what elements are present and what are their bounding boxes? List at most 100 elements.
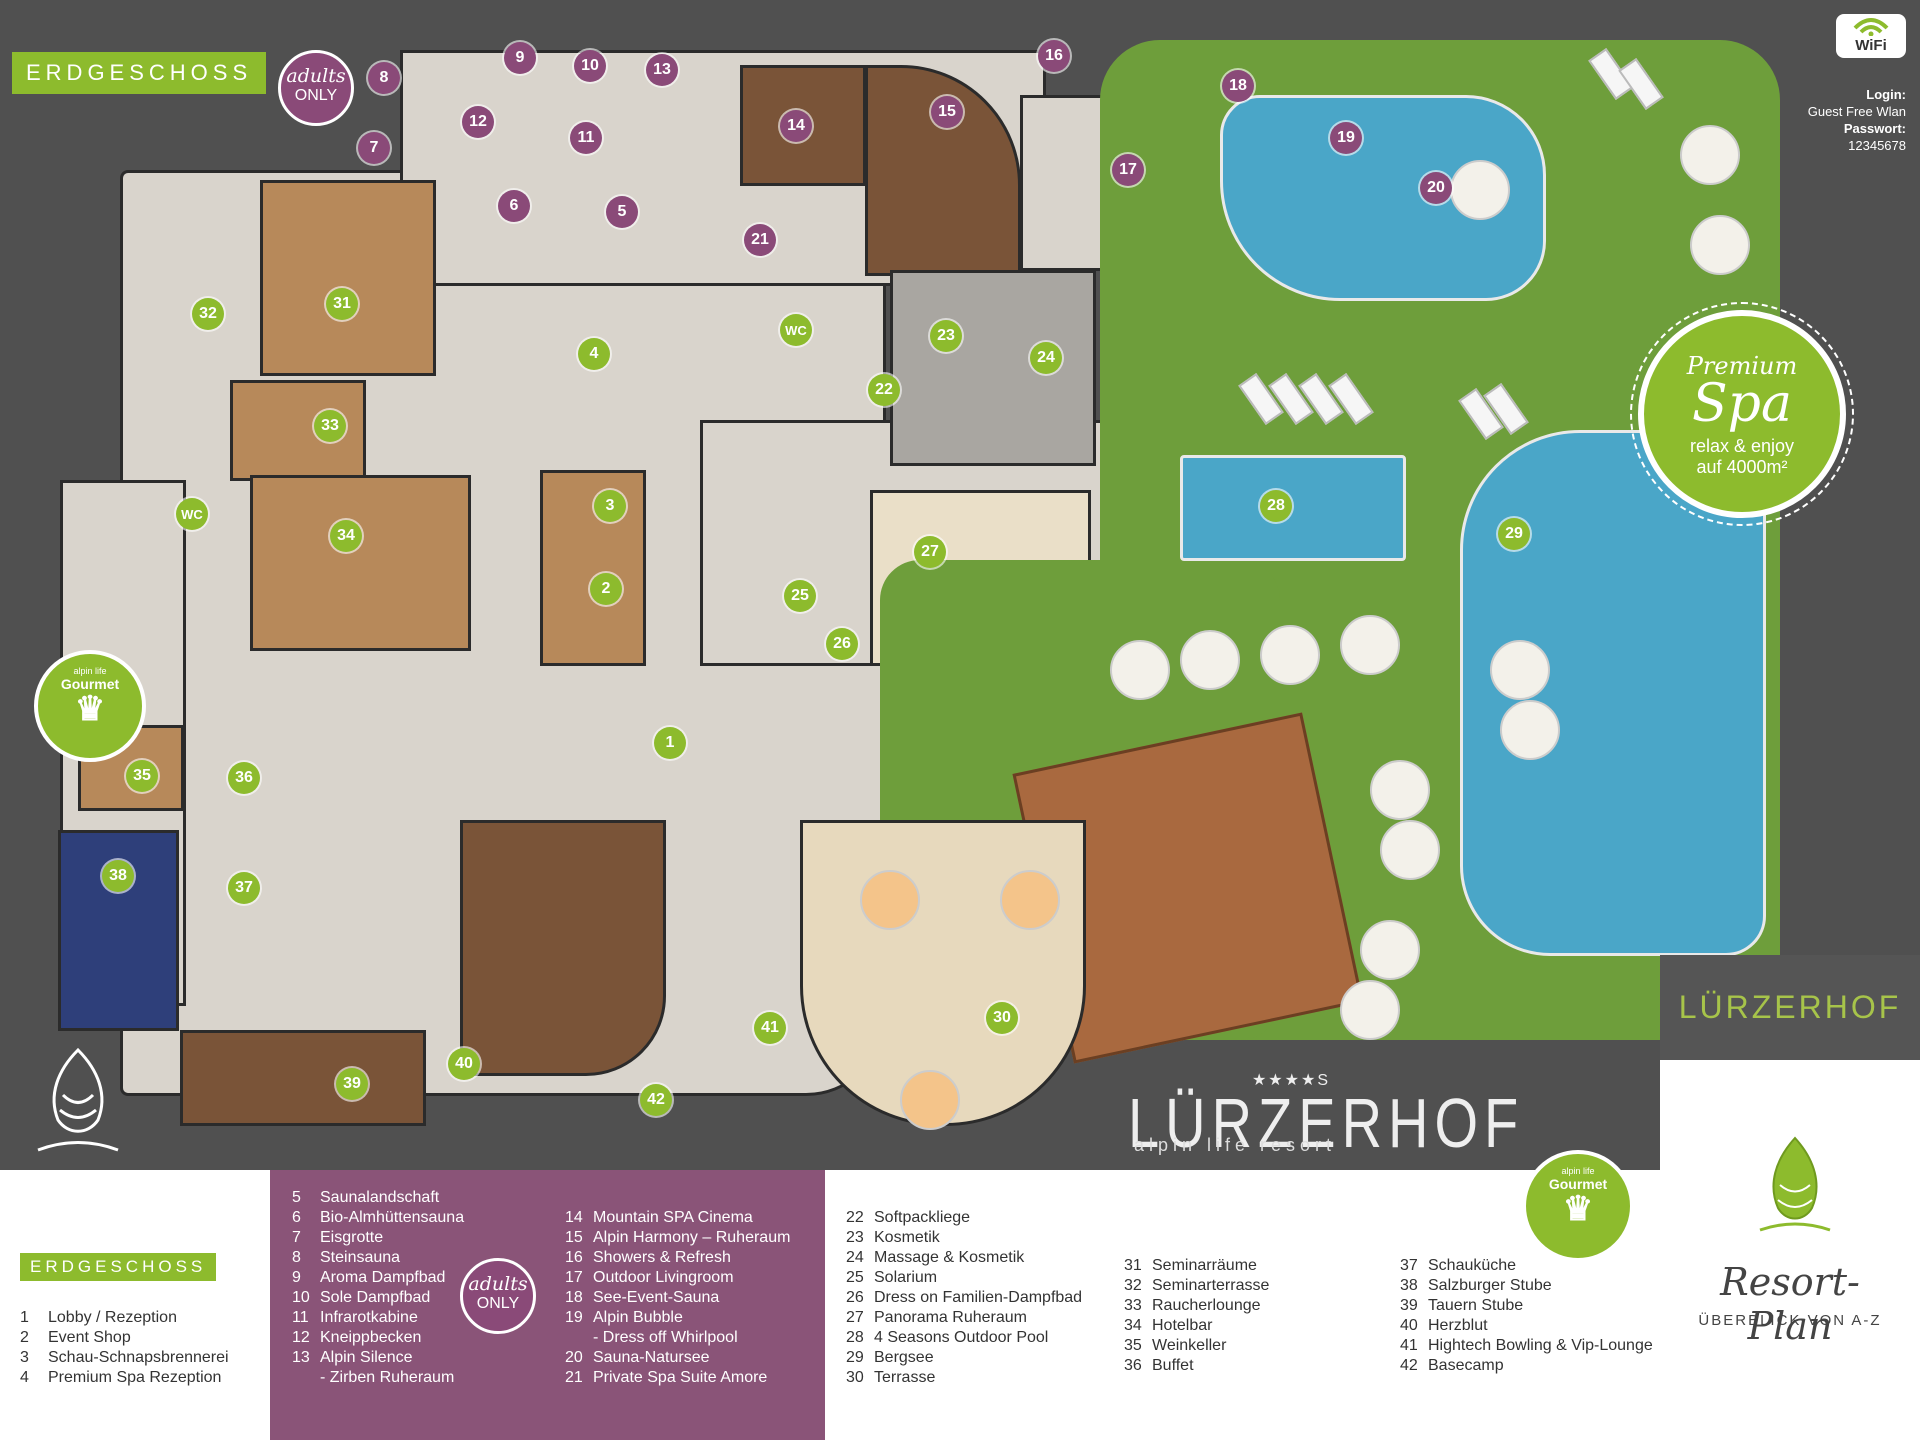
umbrella-icon xyxy=(1680,125,1740,185)
map-pin[interactable]: 17 xyxy=(1112,154,1144,186)
legend-number: 4 xyxy=(20,1369,29,1386)
map-pin[interactable]: 24 xyxy=(1030,342,1062,374)
map-pin[interactable]: 3 xyxy=(594,490,626,522)
map-pin[interactable]: 12 xyxy=(462,106,494,138)
map-pin[interactable]: 4 xyxy=(578,338,610,370)
map-pin[interactable]: 33 xyxy=(314,410,346,442)
map-pin-wc[interactable]: WC xyxy=(176,498,208,530)
wifi-password-value: 12345678 xyxy=(1848,138,1906,153)
map-pin[interactable]: 9 xyxy=(504,42,536,74)
map-pin[interactable]: 40 xyxy=(448,1048,480,1080)
legend-label: Schau-Schnapsbrennerei xyxy=(48,1349,229,1366)
map-pin[interactable]: 30 xyxy=(986,1002,1018,1034)
legend-item[interactable]: - Dress off Whirlpool xyxy=(565,1328,790,1348)
map-pin[interactable]: 11 xyxy=(570,122,602,154)
spa-premium-label: Premium xyxy=(1686,352,1798,380)
legend-number: 29 xyxy=(846,1349,864,1366)
map-pin[interactable]: 37 xyxy=(228,872,260,904)
map-pin[interactable]: 32 xyxy=(192,298,224,330)
map-pin[interactable]: 2 xyxy=(590,573,622,605)
map-pin[interactable]: 13 xyxy=(646,54,678,86)
map-pin[interactable]: 36 xyxy=(228,762,260,794)
legend-number: 39 xyxy=(1400,1297,1418,1314)
only-label: ONLY xyxy=(294,87,338,104)
map-pin[interactable]: 5 xyxy=(606,196,638,228)
room-event-shop xyxy=(540,470,646,666)
map-pin[interactable]: 7 xyxy=(358,132,390,164)
map-pin[interactable]: 26 xyxy=(826,628,858,660)
map-pin[interactable]: 14 xyxy=(780,110,812,142)
map-pin[interactable]: 6 xyxy=(498,190,530,222)
map-pin[interactable]: 18 xyxy=(1222,70,1254,102)
map-pin[interactable]: 15 xyxy=(931,96,963,128)
map-pin-wc[interactable]: WC xyxy=(780,314,812,346)
map-pin[interactable]: 22 xyxy=(868,374,900,406)
legend-item[interactable]: - Zirben Ruheraum xyxy=(292,1368,464,1388)
map-pin[interactable]: 20 xyxy=(1420,172,1452,204)
legend-number: 25 xyxy=(846,1269,864,1286)
map-pin[interactable]: 25 xyxy=(784,580,816,612)
map-pin[interactable]: 28 xyxy=(1260,490,1292,522)
map-pin[interactable]: 41 xyxy=(754,1012,786,1044)
map-pin[interactable]: 8 xyxy=(368,62,400,94)
map-pin[interactable]: 10 xyxy=(574,50,606,82)
map-pin[interactable]: 42 xyxy=(640,1084,672,1116)
legend-number: 34 xyxy=(1124,1317,1142,1334)
map-pin[interactable]: 16 xyxy=(1038,40,1070,72)
map-pin[interactable]: 27 xyxy=(914,536,946,568)
map-pin[interactable]: 29 xyxy=(1498,518,1530,550)
map-pin[interactable]: 31 xyxy=(326,288,358,320)
map-pin[interactable]: 35 xyxy=(126,760,158,792)
map-pin[interactable]: 38 xyxy=(102,860,134,892)
map-pin[interactable]: 19 xyxy=(1330,122,1362,154)
map-pin[interactable]: 34 xyxy=(330,520,362,552)
map-pin[interactable]: 21 xyxy=(744,224,776,256)
map-pin[interactable]: 1 xyxy=(654,727,686,759)
map-pin[interactable]: 23 xyxy=(930,320,962,352)
map-pin[interactable]: 39 xyxy=(336,1068,368,1100)
